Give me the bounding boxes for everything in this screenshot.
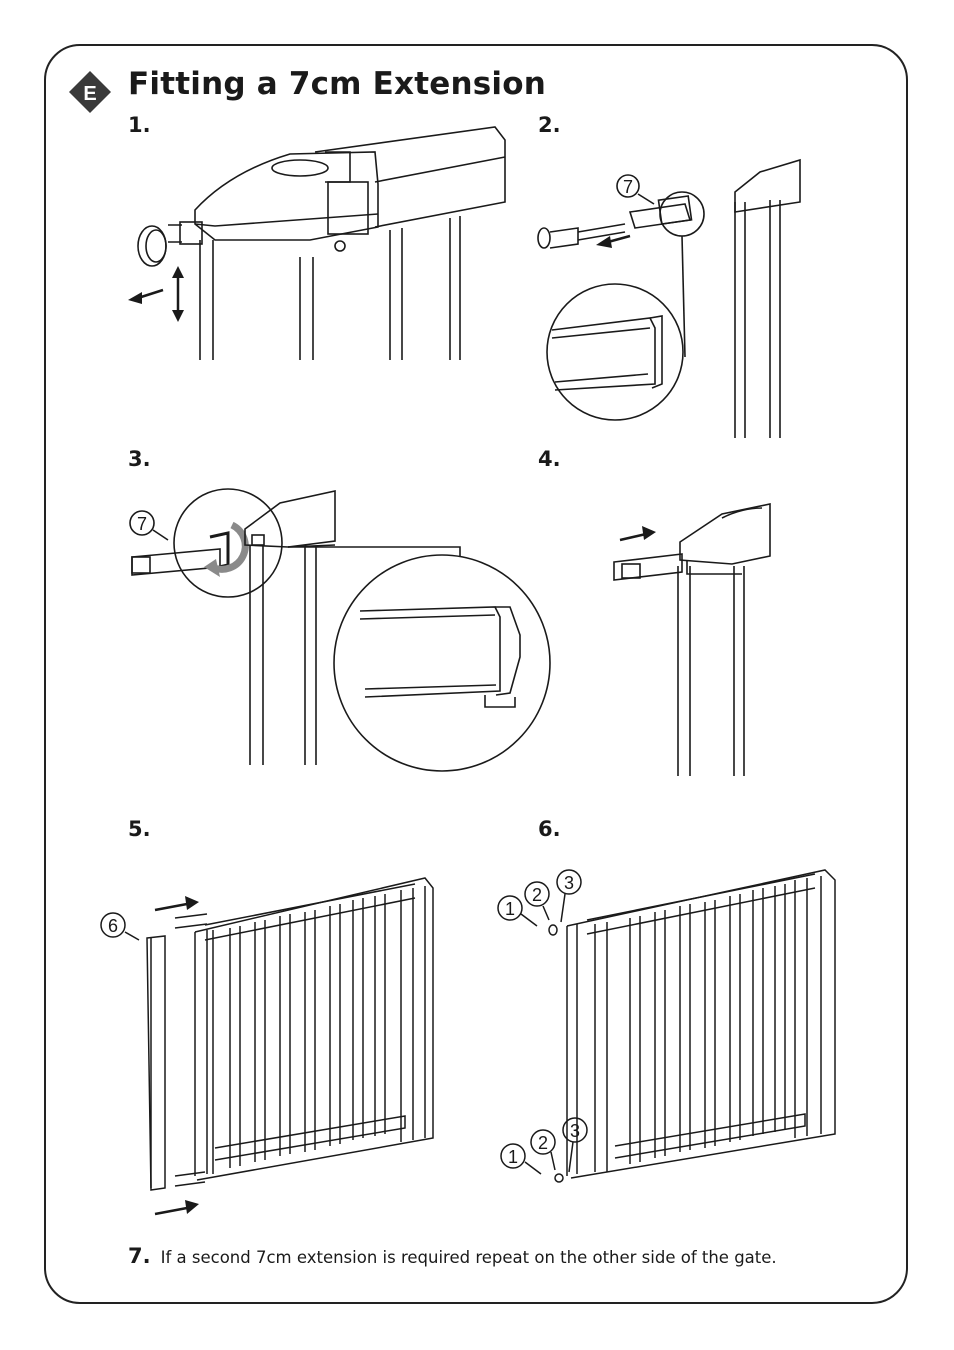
- callout-1-top: 1: [505, 899, 515, 919]
- callout-2-bottom: 2: [538, 1133, 548, 1153]
- callout-3-bottom: 3: [570, 1121, 580, 1141]
- section-badge: E: [69, 71, 111, 113]
- callout-2-top: 2: [532, 885, 542, 905]
- callout-7-step3: 7: [137, 514, 147, 534]
- step-7-text: If a second 7cm extension is required re…: [160, 1248, 777, 1267]
- callout-1-bottom: 1: [508, 1147, 518, 1167]
- step-2-illustration: 7: [537, 158, 801, 438]
- step-5-illustration: 6: [100, 877, 434, 1216]
- callout-7-step2: 7: [623, 177, 633, 197]
- step-2-number: 2.: [538, 113, 561, 137]
- step-5-number: 5.: [128, 817, 151, 841]
- step-1-number: 1.: [128, 113, 151, 137]
- step-7-number: 7.: [128, 1244, 151, 1268]
- step-3-illustration: 7: [129, 488, 551, 772]
- step-6-number: 6.: [538, 817, 561, 841]
- step-7-instruction: 7. If a second 7cm extension is required …: [128, 1244, 777, 1268]
- step-1-illustration: [128, 126, 506, 360]
- section-badge-letter: E: [83, 83, 96, 105]
- section-title: Fitting a 7cm Extension: [128, 66, 546, 102]
- step-4-number: 4.: [538, 447, 561, 471]
- callout-3-top: 3: [564, 873, 574, 893]
- page-frame: [44, 44, 908, 1304]
- step-6-illustration: 1 2 3 1 2 3: [497, 869, 836, 1183]
- callout-6: 6: [108, 916, 118, 936]
- step-4-illustration: [613, 503, 771, 776]
- step-3-number: 3.: [128, 447, 151, 471]
